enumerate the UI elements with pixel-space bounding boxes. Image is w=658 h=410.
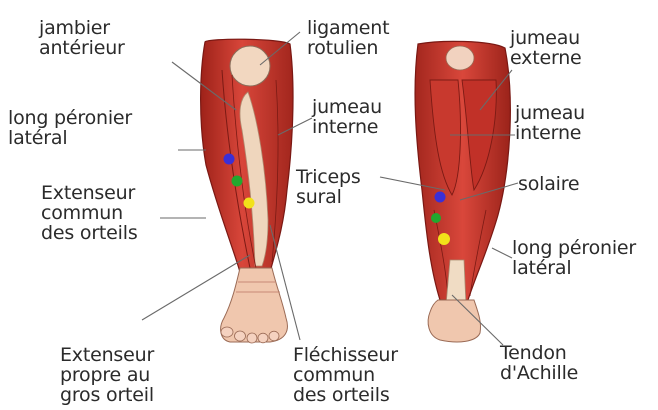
posterior-foot xyxy=(428,300,480,342)
marker-blue-anterior xyxy=(224,154,235,165)
label-extenseur-commun: Extenseur commun des orteils xyxy=(41,183,138,243)
marker-blue-posterior xyxy=(435,192,446,203)
label-triceps-sural: Triceps sural xyxy=(296,167,361,207)
marker-yellow-posterior xyxy=(438,233,450,245)
label-jambier-anterieur: jambier antérieur xyxy=(39,18,125,58)
marker-green-posterior xyxy=(431,213,441,223)
posterior-leg xyxy=(415,41,510,342)
label-tendon-achille: Tendon d'Achille xyxy=(500,343,578,383)
label-long-peronier-lateral-right: long péronier latéral xyxy=(512,238,636,278)
label-jumeau-externe: jumeau externe xyxy=(510,28,582,68)
marker-yellow-anterior xyxy=(244,198,255,209)
label-solaire: solaire xyxy=(518,174,579,194)
label-jumeau-interne-left: jumeau interne xyxy=(312,97,382,137)
anterior-leg xyxy=(201,39,293,343)
patella xyxy=(230,46,270,86)
label-ligament-rotulien: ligament rotulien xyxy=(307,18,389,58)
marker-green-anterior xyxy=(232,176,243,187)
label-jumeau-interne-right: jumeau interne xyxy=(515,103,585,143)
label-extenseur-propre: Extenseur propre au gros orteil xyxy=(60,345,154,405)
label-flechisseur-commun: Fléchisseur commun des orteils xyxy=(293,345,398,405)
label-long-peronier-lateral-left: long péronier latéral xyxy=(8,108,132,148)
